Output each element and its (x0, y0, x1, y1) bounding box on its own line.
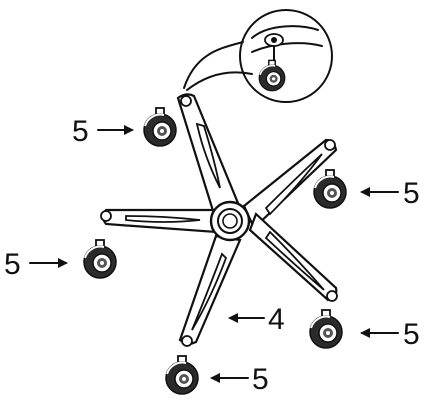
base-arm (242, 138, 338, 230)
caster-wheel-icon (165, 355, 199, 395)
chair-base (100, 93, 338, 347)
zoom-callout-icon (183, 9, 333, 103)
base-arm (176, 93, 242, 216)
base-label: 4 (268, 303, 285, 336)
caster-label: 5 (252, 363, 269, 396)
base-arm (178, 234, 242, 347)
caster-wheel-icon (83, 239, 117, 279)
caster-label: 5 (403, 318, 420, 351)
base-arm (100, 208, 218, 234)
caster-label: 5 (403, 177, 420, 210)
caster-wheel-icon (309, 309, 343, 349)
base-arm (248, 212, 338, 302)
caster-label: 5 (4, 248, 21, 281)
caster-wheel-icon (143, 107, 177, 147)
caster-wheel-icon (313, 169, 347, 209)
caster-label: 5 (72, 115, 89, 148)
